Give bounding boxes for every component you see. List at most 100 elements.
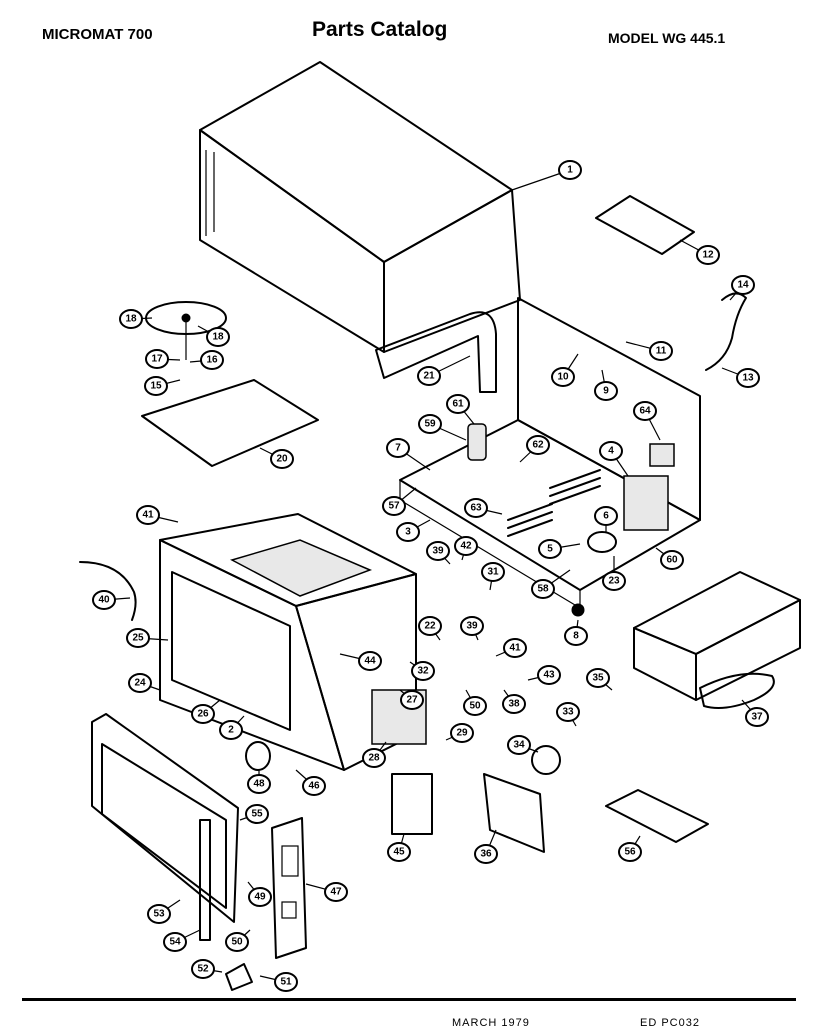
callout-59: 59 bbox=[418, 414, 467, 441]
outer-housing-box bbox=[633, 571, 801, 709]
footer-doc-code: ED PC032 bbox=[640, 1017, 700, 1029]
callout-number: 25 bbox=[132, 633, 144, 644]
callout-number: 7 bbox=[395, 443, 401, 454]
callout-11: 11 bbox=[625, 341, 673, 361]
header-document-title: Parts Catalog bbox=[312, 18, 448, 41]
callout-number: 58 bbox=[537, 584, 549, 595]
callout-number: 27 bbox=[406, 695, 418, 706]
callout-bubble bbox=[474, 844, 498, 864]
callout-4: 4 bbox=[599, 441, 629, 477]
fan-blade bbox=[531, 745, 561, 775]
callout-17: 17 bbox=[145, 349, 181, 369]
footer-rule bbox=[22, 998, 796, 1001]
callout-53: 53 bbox=[147, 899, 181, 924]
heat-sink-fins bbox=[507, 469, 601, 537]
control-board bbox=[605, 789, 709, 843]
callout-bubble bbox=[386, 438, 410, 458]
callout-number: 22 bbox=[424, 621, 436, 632]
callout-number: 3 bbox=[405, 527, 411, 538]
callout-bubble bbox=[191, 704, 215, 724]
callout-bubble bbox=[418, 414, 442, 434]
callout-38: 38 bbox=[502, 689, 526, 714]
callout-37: 37 bbox=[741, 699, 769, 727]
callout-bubble bbox=[450, 723, 474, 743]
header-model-number: MODEL WG 445.1 bbox=[608, 30, 726, 46]
callout-bubble bbox=[270, 449, 294, 469]
callout-bubble bbox=[126, 628, 150, 648]
callout-bubble bbox=[649, 341, 673, 361]
callout-number: 1 bbox=[567, 165, 573, 176]
callout-number: 50 bbox=[231, 937, 243, 948]
callout-13: 13 bbox=[721, 367, 760, 388]
transformer-part bbox=[623, 475, 669, 531]
callout-bubble bbox=[302, 776, 326, 796]
callout-number: 41 bbox=[509, 643, 521, 654]
waveguide-cover-plate bbox=[141, 379, 319, 467]
callout-52: 52 bbox=[191, 959, 223, 979]
callout-18: 18 bbox=[197, 325, 230, 347]
relay-part bbox=[649, 443, 675, 467]
callout-number: 13 bbox=[742, 373, 754, 384]
outer-cabinet-cover bbox=[199, 61, 521, 353]
callout-number: 61 bbox=[452, 399, 464, 410]
callout-bubble bbox=[411, 661, 435, 681]
callout-bubble bbox=[696, 245, 720, 265]
callout-bubble bbox=[225, 932, 249, 952]
callout-number: 57 bbox=[388, 501, 400, 512]
callout-number: 15 bbox=[150, 381, 162, 392]
callout-bubble bbox=[400, 690, 424, 710]
callout-31: 31 bbox=[481, 562, 505, 591]
callout-51: 51 bbox=[259, 972, 298, 992]
top-bracket bbox=[595, 195, 695, 255]
callout-41: 41 bbox=[495, 638, 527, 658]
oven-door bbox=[91, 713, 239, 923]
callout-bubble bbox=[507, 735, 531, 755]
callout-number: 6 bbox=[603, 511, 609, 522]
callout-41: 41 bbox=[136, 505, 179, 525]
callout-bubble bbox=[382, 496, 406, 516]
callout-bubble bbox=[191, 959, 215, 979]
coil-part bbox=[587, 531, 617, 553]
callout-39: 39 bbox=[426, 541, 451, 565]
callout-8: 8 bbox=[564, 619, 588, 646]
callout-45: 45 bbox=[387, 833, 411, 862]
callout-6: 6 bbox=[594, 506, 618, 532]
callout-bubble bbox=[460, 616, 484, 636]
callout-number: 33 bbox=[562, 707, 574, 718]
callout-55: 55 bbox=[239, 804, 269, 824]
callout-22: 22 bbox=[418, 616, 442, 641]
callout-25: 25 bbox=[126, 628, 169, 648]
callout-number: 11 bbox=[656, 346, 667, 357]
callout-number: 43 bbox=[543, 670, 555, 681]
callout-bubble bbox=[454, 536, 478, 556]
front-control-panel bbox=[271, 817, 307, 959]
callout-number: 42 bbox=[460, 541, 472, 552]
callout-number: 31 bbox=[487, 567, 499, 578]
callout-bubble bbox=[538, 539, 562, 559]
callout-number: 40 bbox=[98, 595, 110, 606]
callout-number: 49 bbox=[254, 892, 266, 903]
callout-number: 10 bbox=[557, 372, 569, 383]
callout-bubble bbox=[324, 882, 348, 902]
callout-26: 26 bbox=[191, 699, 221, 724]
callout-number: 20 bbox=[276, 454, 288, 465]
callout-bubble bbox=[200, 350, 224, 370]
callout-46: 46 bbox=[295, 769, 326, 796]
callout-number: 35 bbox=[592, 673, 604, 684]
callout-56: 56 bbox=[618, 835, 642, 862]
callout-bubble bbox=[206, 327, 230, 347]
callout-number: 18 bbox=[212, 332, 224, 343]
door-latch bbox=[225, 963, 253, 991]
capacitor-part bbox=[467, 423, 487, 461]
callout-bubble bbox=[531, 579, 555, 599]
callout-number: 21 bbox=[423, 371, 435, 382]
callout-bubble bbox=[418, 616, 442, 636]
callout-bubble bbox=[119, 309, 143, 329]
callout-bubble bbox=[633, 401, 657, 421]
callout-number: 37 bbox=[751, 712, 763, 723]
callout-47: 47 bbox=[305, 882, 348, 902]
callout-bubble bbox=[274, 972, 298, 992]
callout-44: 44 bbox=[339, 651, 382, 671]
callout-number: 4 bbox=[608, 446, 614, 457]
